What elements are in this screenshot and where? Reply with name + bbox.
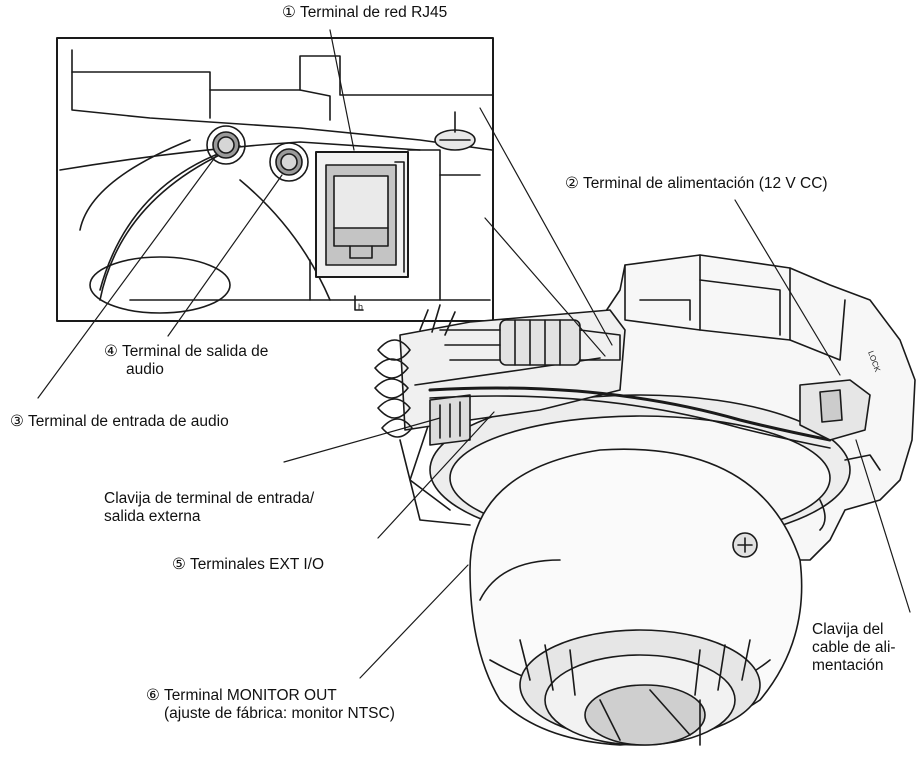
label-audio-out-line1: ④ Terminal de salida de [104, 343, 269, 360]
label-power-plug-line3: mentación [812, 657, 884, 674]
coiled-cable [374, 339, 471, 526]
label-power-plug-line1: Clavija del [812, 621, 884, 638]
leader-rj45 [329, 29, 355, 151]
label-ext-io-text: Terminales EXT I/O [189, 556, 325, 573]
label-ext-plug: Clavija de terminal de entrada/ salida e… [104, 490, 314, 526]
audio-out-jack [269, 142, 309, 182]
label-ext-io-number: ⑤ [172, 556, 186, 573]
label-monitor-line1: ⑥ Terminal MONITOR OUT [146, 687, 337, 704]
camera-body [374, 254, 916, 746]
leader-inset-to-body-a [479, 107, 613, 346]
leader-ext-io [377, 411, 495, 539]
label-power-text: Terminal de alimentación (12 V CC) [582, 175, 828, 192]
label-audio-out: ④ Terminal de salida de audio [104, 343, 268, 379]
label-audio-out-line2: audio [126, 361, 164, 378]
label-power-number: ② [565, 175, 579, 192]
label-ext-plug-line2: salida externa [104, 508, 201, 525]
leader-monitor [359, 564, 469, 679]
label-rj45-number: ① [282, 4, 296, 21]
label-monitor-line2: (ajuste de fábrica: monitor NTSC) [164, 705, 395, 722]
rj45-cable-boot [419, 304, 621, 366]
label-monitor: ⑥ Terminal MONITOR OUT (ajuste de fábric… [146, 687, 395, 723]
inset-closeup [56, 37, 494, 322]
leader-ext-plug [283, 417, 441, 463]
inset-frame [56, 37, 494, 322]
label-audio-in-number: ③ [10, 413, 24, 430]
leader-inset-to-body-b [484, 217, 606, 357]
label-power-plug: Clavija del cable de ali- mentación [812, 621, 896, 675]
leader-audio-out [167, 174, 283, 337]
label-ext-plug-line1: Clavija de terminal de entrada/ [104, 490, 315, 507]
leader-audio-in [37, 155, 217, 399]
audio-in-jack [206, 125, 246, 165]
label-ext-io: ⑤ Terminales EXT I/O [172, 556, 324, 574]
label-power: ② Terminal de alimentación (12 V CC) [565, 175, 828, 193]
label-rj45: ① Terminal de red RJ45 [282, 4, 447, 22]
leader-power [734, 199, 841, 376]
leader-power-plug [855, 439, 911, 613]
label-audio-in: ③ Terminal de entrada de audio [10, 413, 229, 431]
label-rj45-text: Terminal de red RJ45 [299, 4, 448, 21]
label-audio-in-text: Terminal de entrada de audio [27, 413, 229, 430]
inset-small-mark: h [358, 302, 363, 312]
power-terminal [799, 379, 871, 441]
label-power-plug-line2: cable de ali- [812, 639, 896, 656]
lens-glass [584, 684, 706, 746]
leader-lines [37, 29, 911, 679]
rj45-port [315, 151, 409, 278]
